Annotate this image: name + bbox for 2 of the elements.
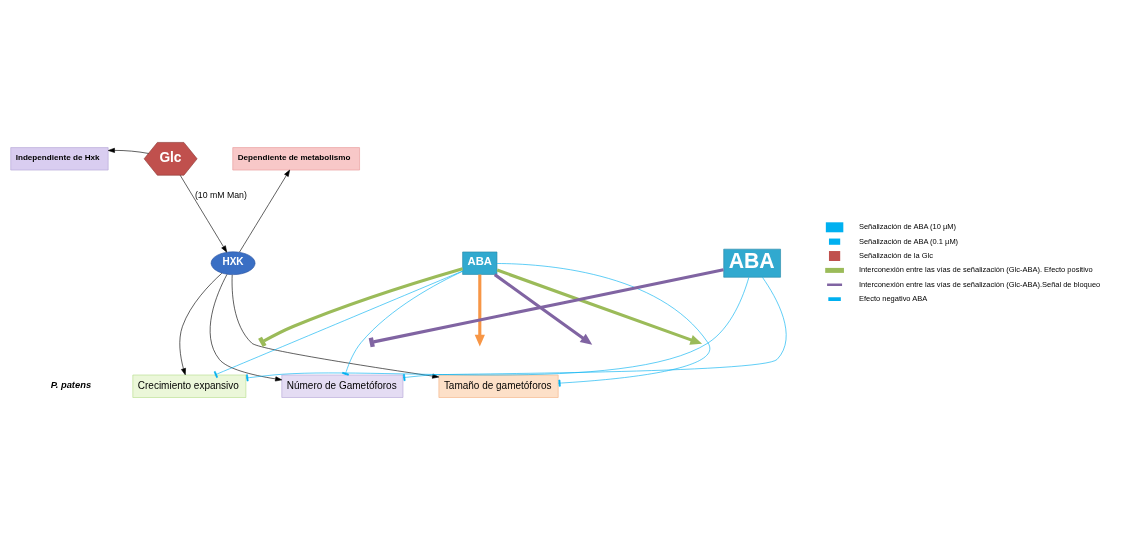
edge-label: (10 mM Man) xyxy=(194,189,247,200)
label: P. patens xyxy=(50,379,92,390)
